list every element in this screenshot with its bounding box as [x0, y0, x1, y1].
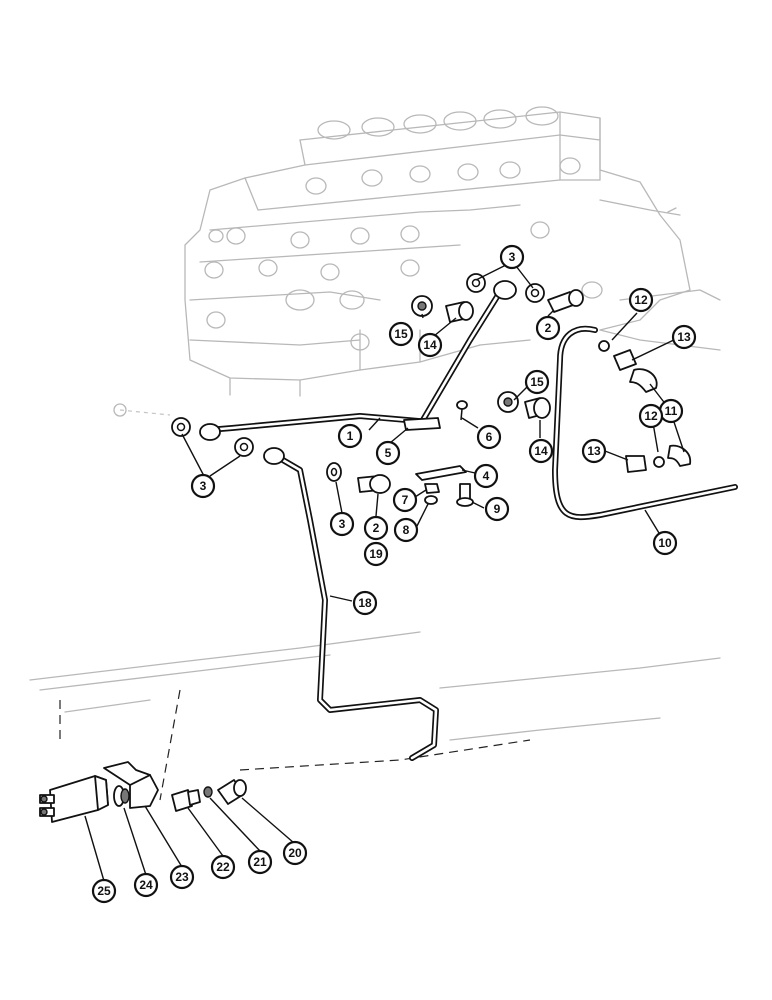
- callout-7: 8: [393, 517, 419, 543]
- callout-15-top: 15: [388, 321, 414, 347]
- connector-13-top: [613, 349, 637, 371]
- svg-text:8: 8: [403, 523, 410, 537]
- solenoid-25: [39, 775, 109, 823]
- callout-2-center: 2: [363, 515, 389, 541]
- svg-text:15: 15: [530, 375, 544, 389]
- svg-text:18: 18: [358, 596, 372, 610]
- elbow-11-bottom: [667, 444, 692, 467]
- svg-text:4: 4: [483, 469, 490, 483]
- svg-text:9: 9: [494, 502, 501, 516]
- washer-24: [113, 785, 130, 807]
- svg-text:3: 3: [339, 517, 346, 531]
- engine-block-outline: [29, 631, 721, 801]
- callout-20: 20: [282, 840, 308, 866]
- bolt-9: [456, 483, 474, 507]
- bolt-2-top: [547, 289, 584, 313]
- pipe-upper: [417, 280, 517, 428]
- svg-text:6: 6: [486, 430, 493, 444]
- washer-3-center: [326, 462, 342, 482]
- housing-23: [103, 761, 159, 809]
- callout-13-top: 13: [671, 324, 697, 350]
- svg-text:25: 25: [97, 884, 111, 898]
- callout-19: 19: [363, 541, 389, 567]
- clamp-5: [403, 417, 441, 431]
- screw-6: [456, 400, 468, 421]
- hose-10: [552, 325, 738, 521]
- callout-14-top: 14: [417, 332, 443, 358]
- injection-pump-outline: [113, 106, 721, 417]
- callout-3-left: 3: [190, 473, 216, 499]
- svg-text:2: 2: [373, 521, 380, 535]
- plate-4: [415, 465, 467, 481]
- svg-text:5: 5: [385, 446, 392, 460]
- callout-23: 23: [169, 864, 195, 890]
- callout-14-right: 14: [528, 438, 554, 464]
- svg-text:13: 13: [677, 330, 691, 344]
- nut-8: [424, 483, 440, 494]
- clip-12-bottom: [653, 456, 665, 468]
- svg-text:10: 10: [658, 536, 672, 550]
- callout-4: 4: [473, 463, 499, 489]
- washer-3-top: [466, 273, 545, 303]
- callout-11: 11: [658, 398, 684, 424]
- pipe-18: [263, 447, 439, 761]
- callout-21: 21: [247, 849, 273, 875]
- callout-24: 24: [133, 872, 159, 898]
- callout-3-top: 3: [499, 244, 525, 270]
- svg-text:15: 15: [394, 327, 408, 341]
- svg-text:22: 22: [216, 860, 230, 874]
- washer-3-left: [171, 417, 254, 457]
- svg-text:24: 24: [139, 878, 153, 892]
- svg-text:2: 2: [545, 321, 552, 335]
- svg-text:3: 3: [200, 479, 207, 493]
- callout-9: 9: [484, 496, 510, 522]
- fitting-14-top: [445, 301, 474, 323]
- callout-15-right: 15: [524, 369, 550, 395]
- washer-7: [424, 495, 438, 505]
- callout-6: 6: [476, 424, 502, 450]
- callout-18: 18: [352, 590, 378, 616]
- washer-15-top: [411, 295, 433, 317]
- svg-text:14: 14: [534, 444, 548, 458]
- callout-13-bottom: 13: [581, 438, 607, 464]
- svg-text:21: 21: [253, 855, 267, 869]
- elbow-11-top: [629, 368, 658, 393]
- svg-text:3: 3: [509, 250, 516, 264]
- callout-5: 5: [375, 440, 401, 466]
- svg-text:13: 13: [587, 444, 601, 458]
- connector-13-bottom: [625, 455, 647, 473]
- callout-12-top: 12: [628, 287, 654, 313]
- svg-text:23: 23: [175, 870, 189, 884]
- svg-text:12: 12: [634, 293, 648, 307]
- cap-20: [217, 779, 247, 805]
- callout-22: 22: [210, 854, 236, 880]
- callout-10: 10: [652, 530, 678, 556]
- svg-text:1: 1: [347, 429, 354, 443]
- svg-text:12: 12: [644, 409, 658, 423]
- clip-12-top: [598, 340, 610, 352]
- svg-text:14: 14: [423, 338, 437, 352]
- pipe-1: [199, 413, 433, 441]
- callout-1: 1: [337, 423, 363, 449]
- callout-3-center: 3: [329, 511, 355, 537]
- leader-lines: [84, 263, 685, 882]
- svg-text:20: 20: [288, 846, 302, 860]
- adapter-22: [171, 789, 201, 812]
- callout-2-top: 2: [535, 315, 561, 341]
- callout-25: 25: [91, 878, 117, 904]
- callout-8: 7: [392, 487, 418, 513]
- callout-12-bottom: 12: [638, 403, 664, 429]
- svg-text:11: 11: [665, 404, 678, 418]
- bolt-2-center: [357, 474, 391, 494]
- svg-text:7: 7: [402, 493, 409, 507]
- washer-15-right: [497, 391, 519, 413]
- svg-text:19: 19: [369, 547, 383, 561]
- fitting-14-right: [524, 397, 551, 419]
- seal-21: [203, 786, 213, 798]
